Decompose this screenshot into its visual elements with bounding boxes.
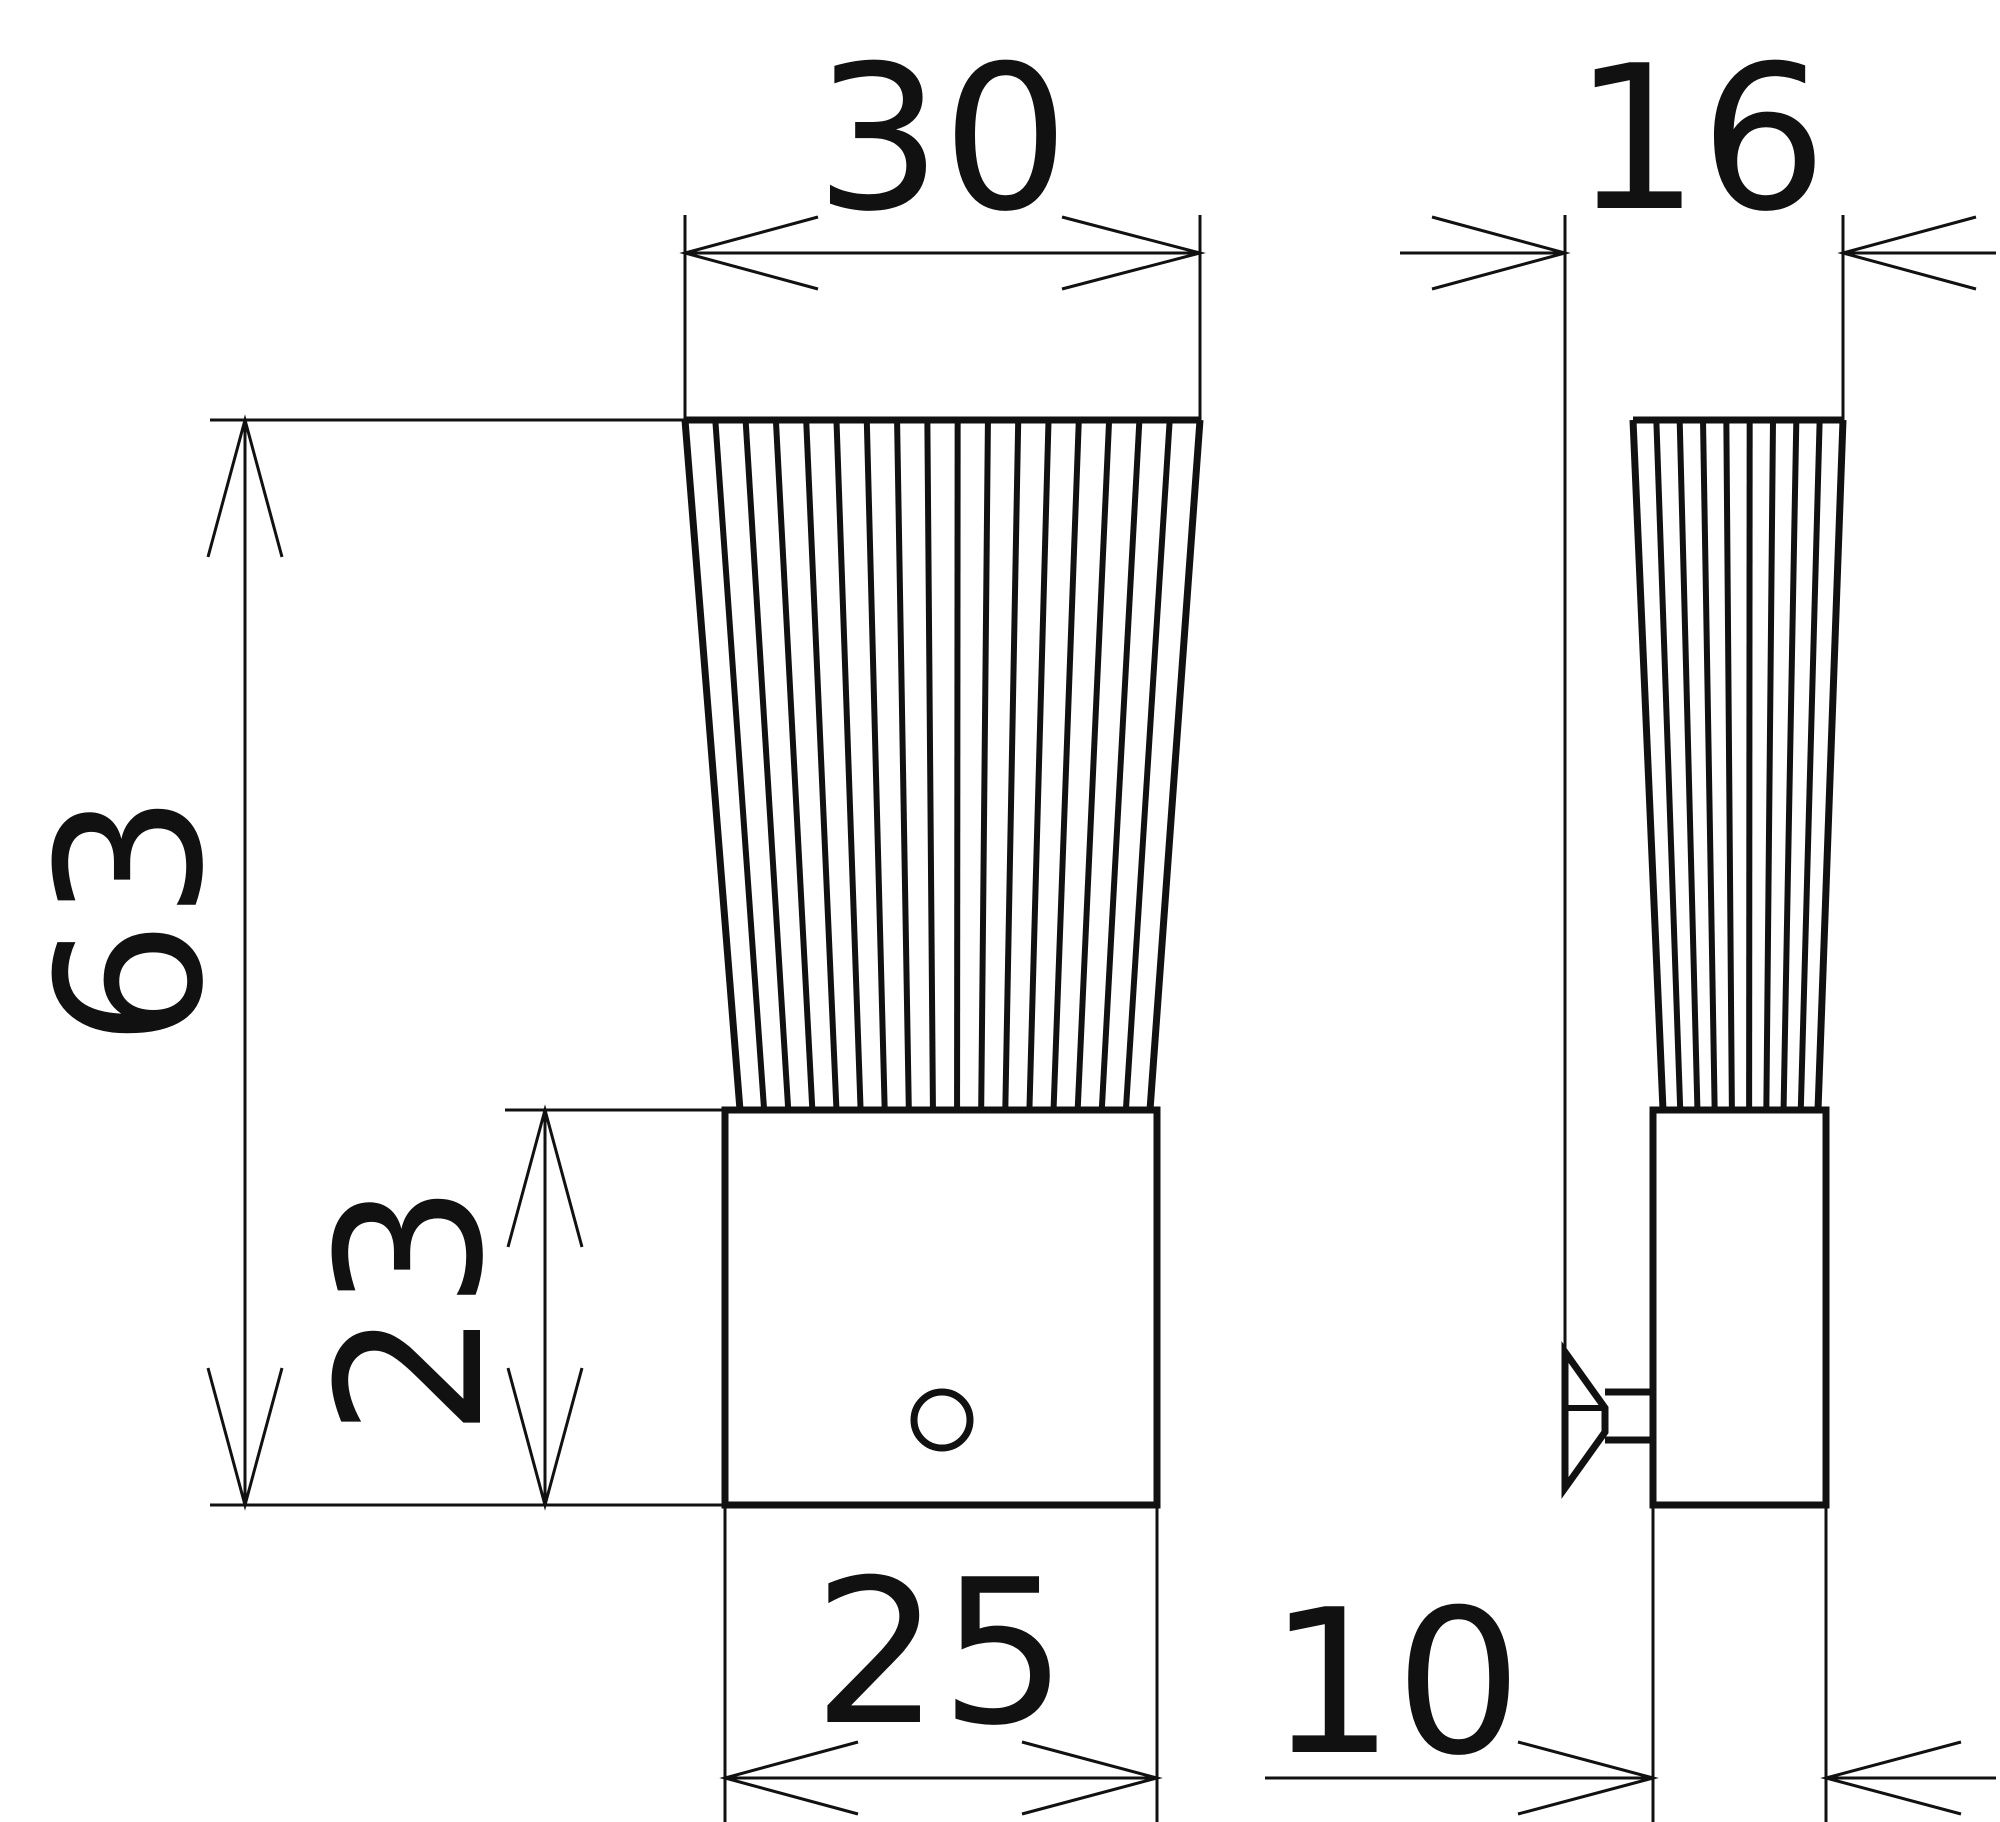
arrowhead [506,1367,584,1511]
screw-head [1561,1341,1609,1499]
flute-line [833,419,864,1111]
front-base-block [721,1106,1161,1509]
flute-line [1050,419,1082,1111]
arrowhead [1021,1740,1163,1816]
side-body-left-edge [1629,419,1667,1111]
dimension-label: 16 [1573,23,1828,256]
flute-line [742,419,792,1111]
dimension-label: 23 [295,1183,528,1438]
flute-line [712,419,768,1111]
side-view: 16 10 [1265,23,1996,1822]
arrowhead [719,1740,859,1816]
flute-line [803,419,840,1111]
flute-line [1700,419,1718,1111]
front-screw-hole [910,1388,974,1452]
flute-line [772,419,816,1111]
flute-line [1763,419,1776,1111]
dimension-base-depth: 10 [1265,1505,1996,1822]
flute-line [1797,419,1823,1111]
arrowhead [1431,215,1571,291]
flute-line [1074,419,1113,1111]
front-ribs [712,419,1173,1111]
flute-line [1676,419,1701,1111]
flute-line [1780,419,1800,1111]
flute-line [978,419,991,1111]
dimension-label: 30 [815,23,1070,256]
dimension-base-height: 23 [295,1104,725,1511]
dimension-base-width: 25 [719,1505,1163,1822]
flute-line [954,419,961,1111]
arrowhead [206,414,284,558]
front-body [681,416,1204,1111]
front-view: 30 63 23 [15,23,1206,1822]
flute-line [1723,419,1735,1111]
arrowhead [1061,215,1206,291]
arrowhead [506,1104,584,1248]
flute-line [924,419,936,1111]
flute-line [1002,419,1022,1111]
flute-line [1653,419,1684,1111]
dimension-label: 63 [15,793,248,1048]
flute-line [1746,419,1753,1111]
side-base-block [1649,1106,1830,1509]
arrowhead [206,1367,284,1511]
dimension-label: 25 [813,1537,1068,1770]
side-ribs [1653,419,1823,1111]
arrowhead [1517,1740,1659,1816]
flute-line [1026,419,1052,1111]
front-body-right-edge [1146,419,1204,1111]
arrowhead [679,215,819,291]
dimension-overall-width: 30 [679,23,1206,420]
flute-line [1098,419,1143,1111]
flute-line [1122,419,1173,1111]
side-body-right-edge [1814,419,1847,1111]
dimension-overall-height: 63 [15,414,725,1511]
dimension-overall-depth: 16 [1400,23,1996,1352]
side-body [1629,416,1847,1111]
countersunk-screw [1561,1341,1653,1499]
dimension-label: 10 [1268,1567,1523,1800]
flute-line [894,419,912,1111]
flute-line [863,419,888,1111]
arrowhead [1820,1740,1962,1816]
front-body-left-edge [681,419,744,1111]
arrowhead [1837,215,1977,291]
